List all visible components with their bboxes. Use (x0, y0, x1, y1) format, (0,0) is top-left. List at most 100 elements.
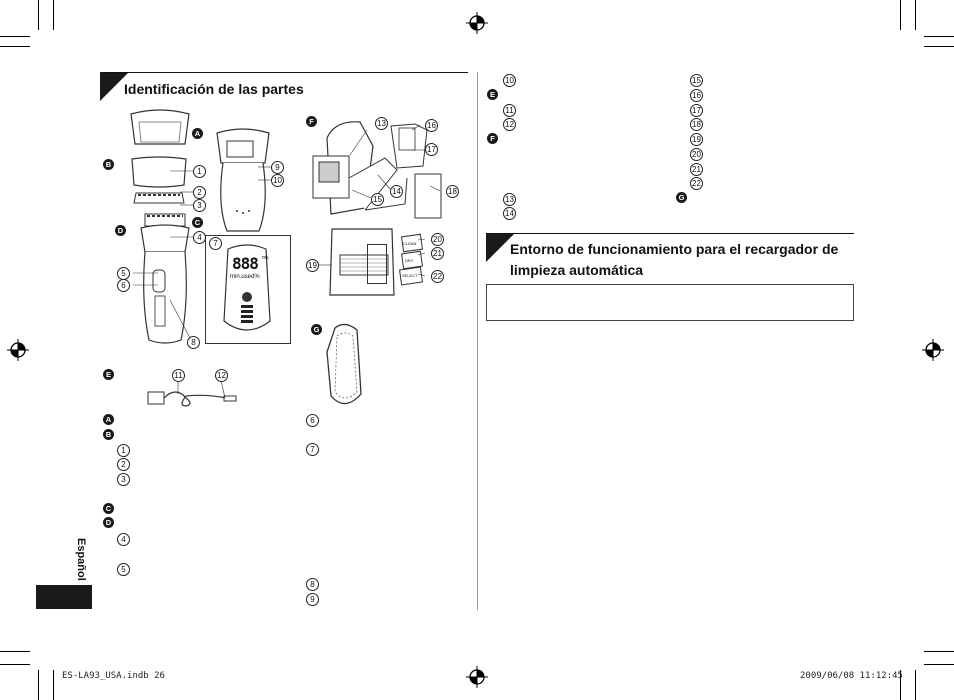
callout-9: 9 (271, 161, 284, 174)
registration-mark-icon (7, 339, 29, 361)
cartridge-label-box (367, 244, 387, 284)
callout-21: 21 (431, 247, 444, 260)
legend-3: 3 (117, 473, 130, 486)
legend-10: 10 (503, 74, 516, 87)
crop-mark (0, 651, 30, 652)
callout-2: 2 (193, 186, 206, 199)
badge-d: D (115, 225, 126, 236)
callout-19: 19 (306, 259, 319, 272)
charger-back-illustration (329, 228, 395, 296)
callout-3: 3 (193, 199, 206, 212)
badge-c: C (192, 217, 203, 228)
callout-13: 13 (375, 117, 388, 130)
callout-15: 15 (371, 193, 384, 206)
legend-1: 1 (117, 444, 130, 457)
legend-badge-e: E (487, 89, 498, 100)
legend-4: 4 (117, 533, 130, 546)
legend-badge-d: D (103, 517, 114, 528)
badge-e: E (103, 369, 114, 380)
registration-mark-icon (466, 666, 488, 688)
legend-2: 2 (117, 458, 130, 471)
legend-11: 11 (503, 104, 516, 117)
section-title-line2: limpieza automática (510, 262, 644, 278)
crop-mark (53, 670, 54, 700)
legend-21: 21 (690, 163, 703, 176)
crop-mark (0, 36, 30, 37)
crop-mark (915, 0, 916, 30)
column-divider (477, 72, 478, 610)
callout-17: 17 (425, 143, 438, 156)
legend-6: 6 (306, 414, 319, 427)
sticker-dry-label: DRY (405, 258, 414, 263)
badge-a: A (192, 128, 203, 139)
footer-timestamp: 2009/06/08 11:12:45 (800, 671, 903, 681)
callout-18: 18 (446, 185, 459, 198)
registration-mark-icon (466, 12, 488, 34)
legend-badge-a: A (103, 414, 114, 425)
legend-badge-f: F (487, 133, 498, 144)
section-title: Identificación de las partes (124, 81, 304, 97)
crop-mark (900, 0, 901, 30)
crop-mark (915, 670, 916, 700)
callout-11: 11 (172, 369, 185, 382)
ac-adaptor-illustration (147, 391, 237, 407)
shaver-front-illustration (140, 213, 190, 344)
foil-frame-illustration (131, 156, 187, 204)
crop-mark (53, 0, 54, 30)
crop-mark (900, 670, 901, 700)
legend-19: 19 (690, 133, 703, 146)
legend-7: 7 (306, 443, 319, 456)
crop-mark (38, 0, 39, 30)
legend-13: 13 (503, 193, 516, 206)
display-illustration (223, 244, 271, 331)
badge-g: G (311, 324, 322, 335)
language-tab (36, 585, 92, 609)
sticker-clean-label: CLEAN (403, 241, 417, 246)
legend-16: 16 (690, 89, 703, 102)
callout-20: 20 (431, 233, 444, 246)
callout-1: 1 (193, 165, 206, 178)
environment-box (486, 284, 854, 321)
legend-22: 22 (690, 177, 703, 190)
callout-7: 7 (209, 237, 222, 250)
legend-20: 20 (690, 148, 703, 161)
protective-cap-illustration (130, 109, 190, 145)
callout-14: 14 (390, 185, 403, 198)
legend-12: 12 (503, 118, 516, 131)
legend-8: 8 (306, 578, 319, 591)
legend-15: 15 (690, 74, 703, 87)
legend-17: 17 (690, 104, 703, 117)
callout-10: 10 (271, 174, 284, 187)
cleaning-charger-illustration (312, 121, 442, 219)
badge-f: F (306, 116, 317, 127)
callout-8: 8 (187, 336, 200, 349)
shaver-back-illustration (216, 128, 270, 232)
pouch-illustration (326, 323, 362, 405)
display-digits: 888 (232, 254, 259, 273)
display-panel (205, 235, 291, 344)
callout-16: 16 (425, 119, 438, 132)
footer-file: ES-LA93_USA.indb 26 (62, 671, 165, 681)
sticker-select-label: SELECT (402, 273, 418, 278)
callout-12: 12 (215, 369, 228, 382)
section-rule (486, 233, 854, 234)
callout-6: 6 (117, 279, 130, 292)
display-small: mk (262, 255, 269, 261)
section-rule (100, 72, 468, 73)
section-title-line1: Entorno de funcionamiento para el recarg… (510, 241, 839, 257)
legend-9: 9 (306, 593, 319, 606)
crop-mark (924, 664, 954, 665)
legend-badge-c: C (103, 503, 114, 514)
legend-5: 5 (117, 563, 130, 576)
crop-mark (0, 46, 30, 47)
crop-mark (924, 46, 954, 47)
callout-4: 4 (193, 231, 206, 244)
crop-mark (924, 36, 954, 37)
legend-18: 18 (690, 118, 703, 131)
legend-badge-b: B (103, 429, 114, 440)
registration-mark-icon (922, 339, 944, 361)
legend-14: 14 (503, 207, 516, 220)
crop-mark (38, 670, 39, 700)
legend-badge-g: G (676, 192, 687, 203)
